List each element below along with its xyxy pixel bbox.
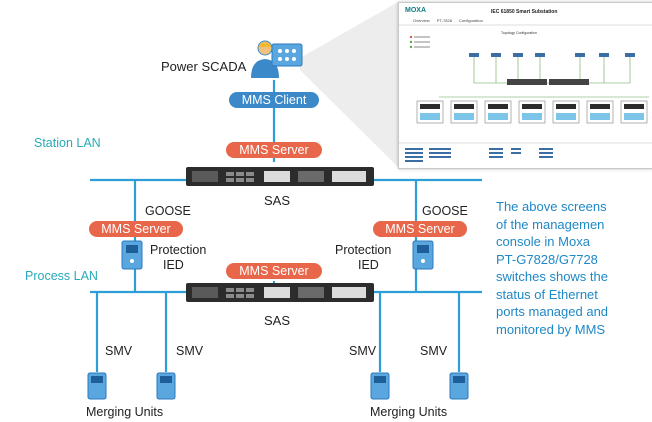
- merging-unit-icon-1: [87, 372, 107, 400]
- sas-bottom-label: SAS: [264, 313, 291, 328]
- station-lan-label: Station LAN: [34, 136, 101, 150]
- mms-server-mid-badge: MMS Server: [226, 263, 322, 279]
- caption-line: monitored by MMS: [496, 321, 606, 337]
- protection-ied-right-icon: [412, 240, 434, 270]
- management-console-screenshot: MOXA IEC 61850 Smart Substation Overview…: [398, 2, 652, 169]
- caption-line: status of Ethernet: [496, 286, 598, 302]
- protection-ied-right-label-1: Protection: [335, 243, 392, 257]
- smv-label-2: SMV: [176, 344, 204, 358]
- tab-pt-7828[interactable]: PT-7828: [436, 18, 452, 23]
- mms-client-badge: MMS Client: [229, 92, 319, 108]
- mms-server-left-badge: MMS Server: [89, 221, 183, 237]
- protection-ied-left-label-2: IED: [163, 258, 184, 272]
- caption-line: ports managed and: [496, 304, 609, 319]
- caption-line: of the managemen: [496, 216, 605, 232]
- protection-ied-right-label-2: IED: [358, 258, 379, 272]
- smv-label-1: SMV: [105, 344, 133, 358]
- console-topology-graphic: [399, 24, 652, 162]
- caption-line: switches shows the: [496, 269, 608, 284]
- mms-server-right-badge: MMS Server: [373, 221, 467, 237]
- merging-units-right-label: Merging Units: [370, 405, 448, 419]
- goose-right-label: GOOSE: [422, 204, 468, 218]
- console-section-title: Topology Configuration: [501, 31, 537, 35]
- caption-line: The above screens: [496, 199, 607, 214]
- tab-overview[interactable]: Overview: [413, 18, 430, 23]
- power-scada-label: Power SCADA: [161, 59, 247, 74]
- caption-text: The above screens of the managemen conso…: [496, 198, 652, 338]
- protection-ied-left-icon: [121, 240, 143, 270]
- sas-switch-top: [186, 167, 374, 186]
- goose-left-label: GOOSE: [145, 204, 191, 218]
- smv-label-4: SMV: [420, 344, 448, 358]
- merging-units-left-label: Merging Units: [86, 405, 164, 419]
- sas-top-label: SAS: [264, 193, 291, 208]
- process-lan-label: Process LAN: [25, 269, 98, 283]
- moxa-logo: MOXA: [405, 7, 426, 14]
- smv-label-3: SMV: [349, 344, 377, 358]
- screenshot-projection: [300, 2, 398, 167]
- caption-line: console in Moxa: [496, 234, 590, 249]
- caption-line: PT-G7828/G7728: [496, 251, 598, 267]
- sas-switch-bottom: [186, 283, 374, 302]
- scada-operator-icon: [251, 40, 303, 78]
- mms-server-top-badge: MMS Server: [226, 142, 322, 158]
- merging-unit-icon-4: [449, 372, 469, 400]
- console-tabs: Overview PT-7828 Configuration: [413, 18, 483, 23]
- console-title: IEC 61850 Smart Substation: [491, 9, 558, 15]
- tab-configuration[interactable]: Configuration: [459, 18, 483, 23]
- protection-ied-left-label-1: Protection: [150, 243, 207, 257]
- merging-unit-icon-2: [156, 372, 176, 400]
- merging-unit-icon-3: [370, 372, 390, 400]
